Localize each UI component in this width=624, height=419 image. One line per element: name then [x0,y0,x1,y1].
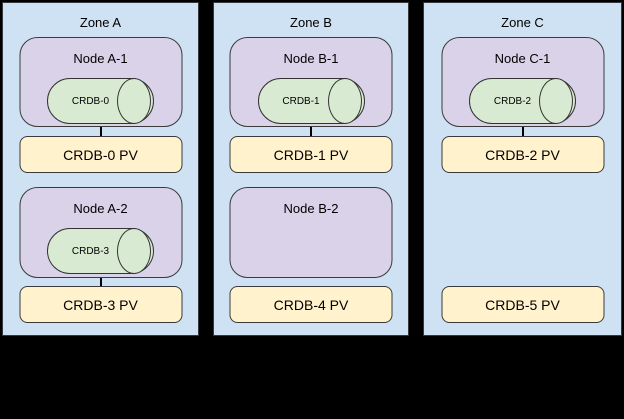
node-b2: Node B-2 [229,187,393,278]
zone-label: Zone A [79,15,122,30]
pod-crdb-2: CRDB-2 [469,78,576,124]
pv-crdb-4: CRDB-4 PV [229,286,393,323]
connector-line [99,269,102,287]
cylinder-end-cap [117,228,151,274]
node-a1: Node A-1 CRDB-0 [19,37,182,127]
connector-line [99,121,102,137]
node-b1: Node B-1 CRDB-1 [229,37,393,127]
zone-label: Zone C [501,15,544,30]
pod-label: CRDB-0 [71,95,110,107]
pv-label: CRDB-3 PV [63,296,138,313]
cylinder-end-cap [327,78,362,124]
pv-crdb-2: CRDB-2 PV [441,136,604,173]
pod-label: CRDB-1 [282,95,320,107]
zone-label: Zone B [290,15,332,30]
node-label: Node C-1 [494,51,551,66]
pod-label: CRDB-2 [493,95,532,107]
pv-crdb-5: CRDB-5 PV [441,286,604,323]
node-label: Node B-2 [283,201,339,216]
pod-crdb-1: CRDB-1 [257,78,365,124]
pv-crdb-3: CRDB-3 PV [19,286,182,323]
node-label: Node B-1 [283,51,339,66]
zone-b: Zone B Node B-1 CRDB-1 CRDB-1 PV Node B-… [213,2,409,336]
cylinder-end-cap [539,78,573,124]
pv-crdb-1: CRDB-1 PV [229,136,393,173]
pod-label: CRDB-3 [71,245,110,257]
cylinder-end-cap [117,78,151,124]
pv-label: CRDB-0 PV [63,146,138,163]
pod-crdb-0: CRDB-0 [47,78,154,124]
pv-label: CRDB-2 PV [485,146,560,163]
pv-label: CRDB-1 PV [273,146,349,163]
connector-line [310,121,312,137]
node-label: Node A-1 [73,51,128,66]
connector-line [521,121,524,137]
pod-crdb-3: CRDB-3 [47,228,154,274]
pv-label: CRDB-4 PV [273,296,349,313]
pv-label: CRDB-5 PV [485,296,560,313]
pv-crdb-0: CRDB-0 PV [19,136,182,173]
node-a2: Node A-2 CRDB-3 [19,187,182,278]
zone-a: Zone A Node A-1 CRDB-0 CRDB-0 PV Node A-… [2,2,199,336]
node-c1: Node C-1 CRDB-2 [441,37,604,127]
node-label: Node A-2 [73,201,128,216]
zone-c: Zone C Node C-1 CRDB-2 CRDB-2 PV CRDB-5 … [423,2,622,336]
